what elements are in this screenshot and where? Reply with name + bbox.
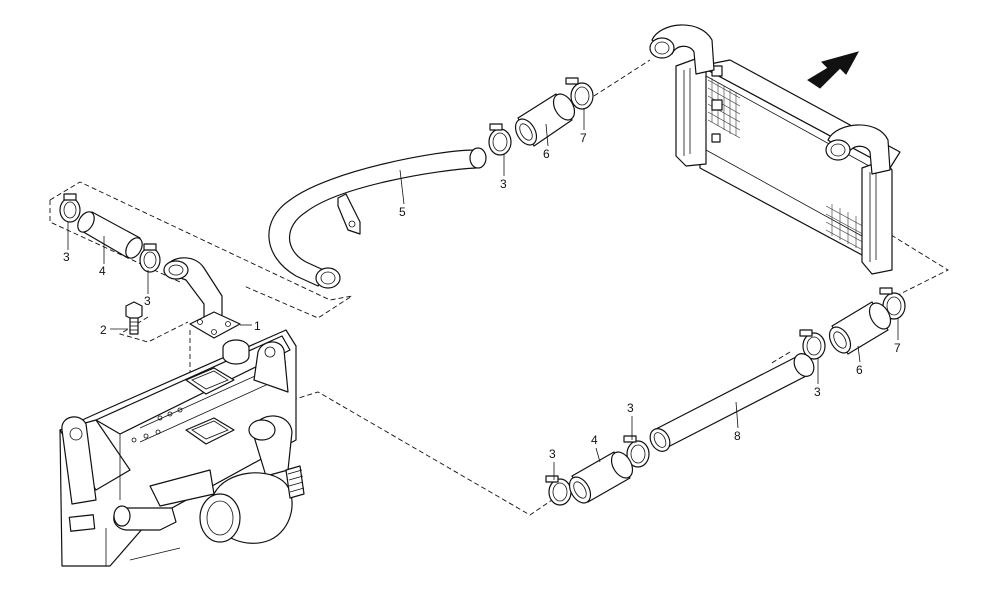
intercooler [649, 24, 901, 275]
callout-4: 4 [99, 264, 106, 278]
hose-6-upper [514, 93, 576, 147]
clamp-3-lower-left [545, 475, 572, 506]
clamp-7-top [565, 77, 594, 110]
hose-4-lower [568, 451, 634, 504]
bolt-2 [125, 301, 143, 335]
pipe-1-elbow [163, 257, 241, 339]
callout-3: 3 [500, 177, 507, 191]
callout-2: 2 [100, 323, 107, 337]
callout-1: 1 [254, 319, 261, 333]
pipe-5 [268, 147, 487, 289]
airflow-arrow-icon [807, 51, 860, 89]
engine-block [59, 329, 305, 567]
clamp-3-mid-left [139, 243, 161, 273]
clamp-3-top [488, 123, 512, 156]
callout-3: 3 [144, 294, 151, 308]
callout-5: 5 [399, 205, 406, 219]
hose-6-lower [828, 301, 892, 355]
callout-6: 6 [856, 363, 863, 377]
callout-8: 8 [734, 429, 741, 443]
callout-3: 3 [814, 385, 821, 399]
callout-3: 3 [627, 401, 634, 415]
clamp-3-lower-mid [623, 435, 650, 468]
callout-3: 3 [549, 447, 556, 461]
leader-lines [67, 108, 899, 480]
callout-3: 3 [63, 250, 70, 264]
clamp-3-upper-left [59, 193, 81, 223]
callout-6: 6 [543, 147, 550, 161]
callout-labels: 1 2 3 4 3 5 3 6 7 7 6 3 8 3 4 3 [63, 131, 901, 461]
clamps [59, 77, 906, 506]
hose-4-upper [77, 211, 143, 259]
callout-7: 7 [580, 131, 587, 145]
callout-7: 7 [894, 341, 901, 355]
callout-4: 4 [591, 433, 598, 447]
clamp-3-right [799, 329, 826, 360]
pipe-8 [649, 353, 815, 452]
